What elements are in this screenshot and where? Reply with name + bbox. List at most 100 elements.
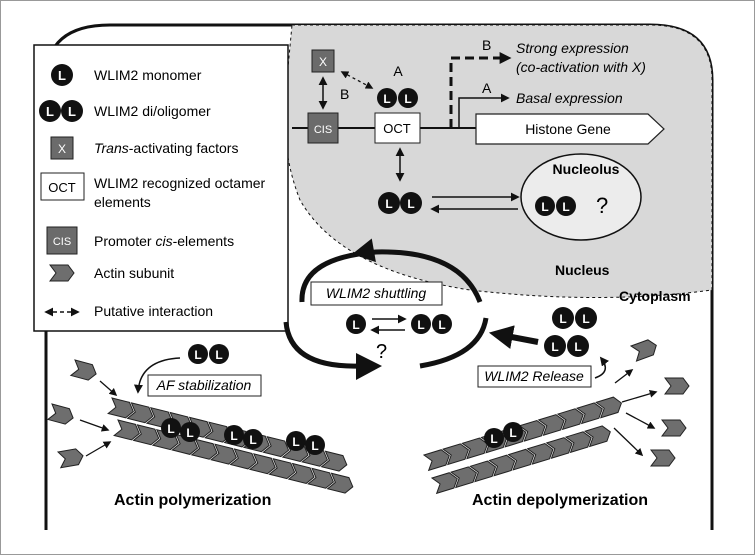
svg-text:L: L — [404, 92, 411, 106]
svg-text:L: L — [215, 348, 222, 362]
path-a-label-oct: A — [393, 63, 403, 79]
actin-add-arrow — [85, 441, 112, 457]
legend: L WLIM2 monomer L L WLIM2 di/oligomer X … — [33, 44, 289, 332]
shuttling-cycle-lower-head — [356, 353, 382, 380]
path-a-label-right: A — [482, 80, 492, 96]
shuttling-cycle-upper — [299, 249, 483, 303]
wlim2-release-box — [477, 365, 592, 388]
svg-text:L: L — [230, 429, 237, 443]
svg-text:L: L — [509, 426, 516, 440]
legend-oct-label: WLIM2 recognized octamer — [94, 175, 266, 191]
svg-text:CIS: CIS — [314, 124, 332, 136]
nucleolus-label: Nucleolus — [553, 161, 620, 177]
svg-text:OCT: OCT — [383, 121, 411, 136]
shuttling-cycle-lower — [283, 321, 361, 369]
af-stabilization-dimer: L L — [188, 344, 229, 364]
cis-element-box: CIS — [307, 112, 339, 144]
svg-text:L: L — [352, 318, 359, 332]
legend-x-icon: X — [50, 136, 74, 160]
svg-text:L: L — [311, 439, 318, 453]
legend-x-label: Trans-activating factors — [94, 140, 238, 156]
actin-polymerization-label: Actin polymerization — [114, 492, 271, 509]
basal-expression-label: Basal expression — [516, 90, 623, 106]
svg-text:L: L — [383, 92, 390, 106]
strong-expression-sublabel: (co-activation with X) — [516, 59, 646, 75]
nucleolus-question: ? — [596, 193, 608, 218]
svg-text:L: L — [559, 312, 566, 326]
legend-monomer-label: WLIM2 monomer — [94, 67, 202, 83]
svg-text:X: X — [319, 55, 327, 69]
svg-text:X: X — [58, 142, 66, 156]
actin-add-arrow — [79, 419, 110, 432]
shuttling-question: ? — [376, 341, 387, 363]
basal-expression-arrow — [458, 93, 510, 128]
strong-expression-label: Strong expression — [516, 40, 629, 56]
actin-release-arrow — [621, 390, 658, 403]
svg-text:L: L — [438, 318, 445, 332]
svg-text:L: L — [551, 340, 558, 354]
svg-text:L: L — [562, 200, 569, 214]
svg-text:L: L — [167, 422, 174, 436]
release-curve-arrow — [594, 356, 609, 379]
shuttling-label-box — [310, 281, 443, 306]
svg-text:L: L — [582, 312, 589, 326]
legend-actin-label: Actin subunit — [94, 265, 174, 281]
strong-expression-arrow — [449, 52, 512, 128]
af-stabilization-box — [147, 374, 262, 397]
legend-oct-icon: OCT — [40, 172, 85, 201]
shuttling-label: WLIM2 shuttling — [326, 285, 427, 301]
shuttling-dimer: L L — [411, 314, 452, 334]
svg-text:L: L — [194, 348, 201, 362]
wlim2-release-label: WLIM2 Release — [484, 368, 584, 384]
actin-release-arrow — [614, 369, 634, 384]
bound-dimer: L L — [161, 418, 200, 442]
legend-cis-icon: CIS — [46, 226, 78, 255]
actin-add-arrow — [99, 380, 118, 397]
shuttling-cycle-right — [419, 317, 489, 369]
actin-release-arrow — [625, 412, 656, 429]
wlim2-dimer-nucleoplasm: L L — [378, 192, 422, 214]
oct-element-box: OCT — [374, 112, 421, 144]
path-b-label-right: B — [482, 37, 491, 53]
release-to-shuttle-arrow — [488, 325, 539, 349]
x-factor-box: X — [311, 49, 335, 73]
svg-text:L: L — [68, 104, 76, 119]
af-stabilization-arrow — [133, 357, 181, 394]
svg-text:L: L — [46, 104, 54, 119]
svg-text:L: L — [417, 318, 424, 332]
svg-text:L: L — [574, 340, 581, 354]
nucleolus — [520, 153, 642, 241]
svg-text:CIS: CIS — [53, 236, 71, 248]
svg-text:L: L — [407, 197, 414, 211]
bound-dimer-depoly: L L — [484, 422, 523, 448]
shuttling-monomer: L — [346, 314, 366, 334]
actin-depolymerization-label: Actin depolymerization — [472, 492, 648, 509]
actin-release-arrow — [613, 427, 644, 457]
legend-oct-label-2: elements — [94, 194, 151, 210]
histone-gene: Histone Gene — [475, 113, 665, 145]
bound-dimer: L L — [224, 425, 263, 449]
svg-text:L: L — [292, 435, 299, 449]
legend-dimer-icon: L L — [39, 100, 83, 122]
legend-dashed-arrow-label: Putative interaction — [94, 303, 213, 319]
cytoplasm-label: Cytoplasm — [619, 288, 691, 304]
svg-text:OCT: OCT — [48, 180, 76, 195]
bound-dimer: L L — [286, 431, 325, 455]
svg-text:L: L — [490, 432, 497, 446]
path-b-label-left: B — [340, 86, 349, 102]
release-dimer-top: L L — [552, 307, 597, 329]
svg-text:L: L — [541, 200, 548, 214]
shuttling-cycle-upper-head — [352, 238, 376, 263]
svg-text:L: L — [58, 68, 66, 83]
svg-text:L: L — [385, 197, 392, 211]
release-dimer-bottom: L L — [544, 335, 589, 357]
af-stabilization-label: AF stabilization — [156, 377, 252, 393]
svg-text:L: L — [186, 426, 193, 440]
legend-dimer-label: WLIM2 di/oligomer — [94, 103, 211, 119]
nucleus-label: Nucleus — [555, 262, 610, 278]
wlim2-dimer-nucleolus: L L — [535, 196, 576, 216]
legend-cis-label: Promoter cis-elements — [94, 233, 234, 249]
legend-monomer-icon: L — [51, 64, 73, 86]
wlim2-dimer-on-oct: L L — [377, 88, 418, 108]
svg-text:L: L — [249, 433, 256, 447]
